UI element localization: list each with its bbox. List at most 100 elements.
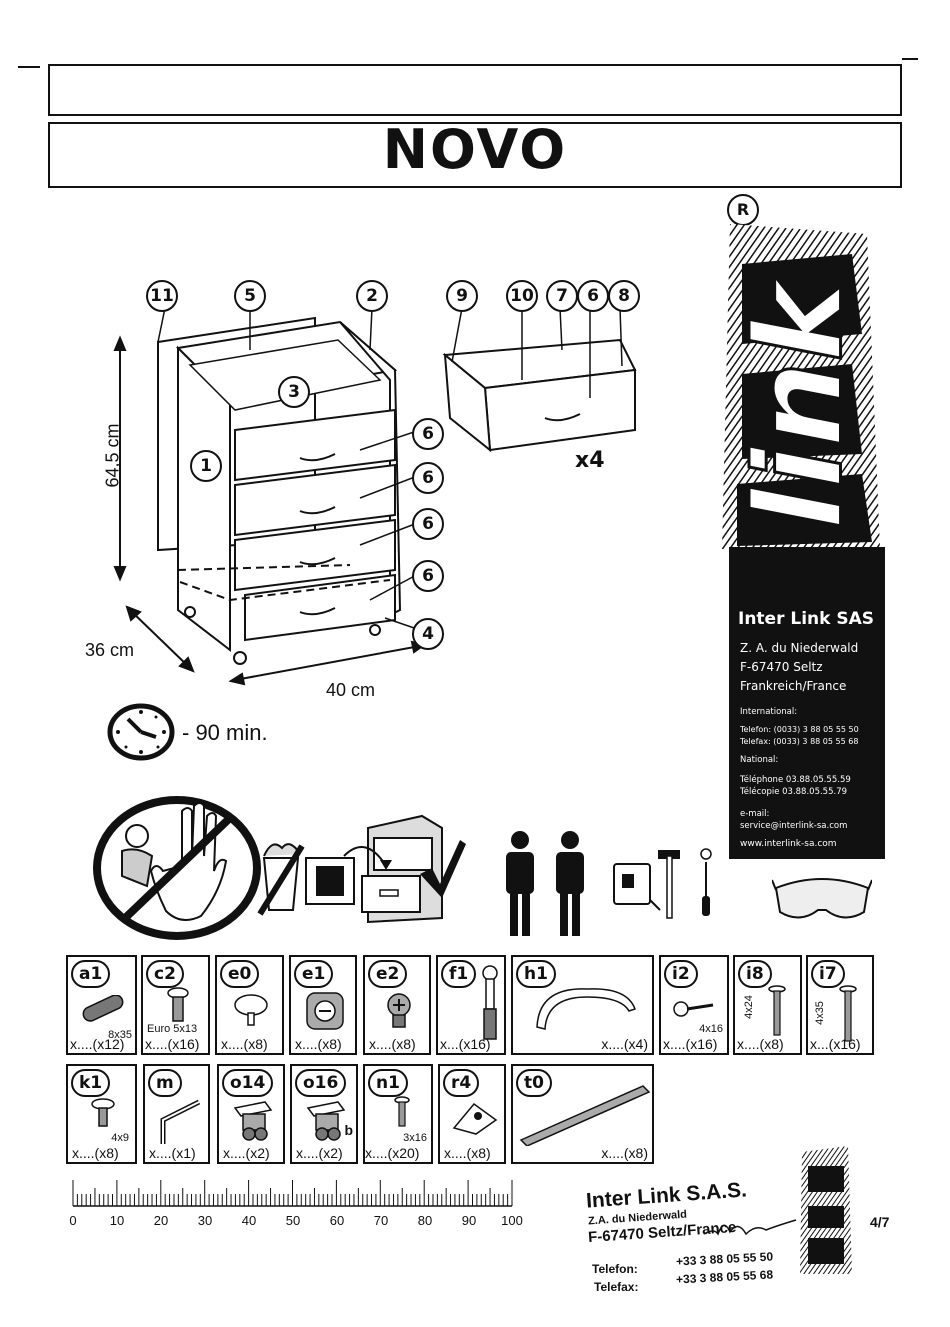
part-code: o14 [222,1069,274,1097]
part-r4: r4 x....(x8) [438,1064,506,1164]
footer-fax: +33 3 88 05 55 68 [675,1267,774,1287]
part-qty: x....(x2) [223,1145,270,1161]
part-code: m [148,1069,182,1097]
part-c2: c2 Euro 5x13 x....(x16) [141,955,210,1055]
part-code: n1 [368,1069,408,1097]
callout-5: 5 [234,280,266,312]
part-e1: e1 x....(x8) [289,955,357,1055]
part-spec: 4x16 [699,1023,723,1035]
ruler-label: 40 [241,1213,257,1228]
width-dimension: 40 cm [326,680,376,700]
part-code: c2 [146,960,184,988]
contact-address1: Z. A. du Niederwald [740,641,859,655]
contact-nat-fax: Télécopie 03.88.05.55.79 [740,787,848,797]
contact-address3: Frankreich/France [740,679,847,693]
part-code: e0 [220,960,260,988]
part-qty: x....(x2) [296,1145,343,1161]
part-o16: o16 b x....(x2) [290,1064,358,1164]
footer-fax-label: Telefax: [594,1280,639,1294]
contact-intl-fax: Telefax: (0033) 3 88 05 55 68 [740,737,859,746]
part-spec: b [344,1122,353,1138]
part-e2: e2 x....(x8) [363,955,431,1055]
manual-cabinet-icon [305,814,443,924]
footer-tel: +33 3 88 05 55 50 [675,1249,774,1269]
no-children-icon [93,796,261,940]
contact-nat-tel: Téléphone 03.88.05.55.59 [740,775,851,785]
callout-11: 11 [146,280,178,312]
callout-3: 3 [278,376,310,408]
callout-10: 10 [506,280,538,312]
part-code: i7 [811,960,845,988]
ruler-label: 60 [329,1213,345,1228]
part-code: t0 [516,1069,552,1097]
top-rule-left [18,66,40,68]
part-qty: x....(x8) [72,1145,119,1161]
drawer-multiplier: x4 [575,448,605,473]
part-i2: i2 4x16 x....(x16) [659,955,729,1055]
part-qty: x....(x20) [365,1145,420,1161]
part-qty: x...(x16) [810,1036,861,1052]
ruler-label: 90 [461,1213,477,1228]
part-code: i8 [738,960,772,988]
contact-web: www.interlink-sa.com [740,839,837,849]
header-blank-box [48,64,902,116]
contact-national-label: National: [740,755,779,765]
callout-6b: 6 [412,462,444,494]
footer-logo [800,1146,852,1274]
header-title-box [48,122,902,188]
safety-glasses-icon [772,878,872,919]
part-spec: 4x9 [111,1132,129,1144]
part-qty: x....(x8) [601,1145,648,1161]
part-code: e2 [368,960,408,988]
part-qty: x....(x8) [295,1036,342,1052]
part-code: k1 [71,1069,111,1097]
contact-intl-label: International: [740,707,798,717]
registered-mark: R [727,194,759,226]
page-title: NOVO [382,118,568,181]
part-k1: k1 4x9 x....(x8) [66,1064,137,1164]
clock-icon [107,703,175,761]
ruler-label: 0 [69,1213,77,1228]
part-h1: h1 x....(x4) [511,955,654,1055]
part-qty: x...(x16) [440,1036,491,1052]
part-t0: t0 x....(x8) [511,1064,654,1164]
top-rule-right [902,58,918,60]
part-o14: o14 x....(x2) [217,1064,285,1164]
part-qty: x....(x16) [145,1036,200,1052]
contact-company: Inter Link SAS [738,609,875,629]
callout-6d: 6 [412,560,444,592]
part-spec: 4x35 [813,1001,826,1025]
part-qty: x....(x8) [444,1145,491,1161]
part-spec: 8x35 [108,1029,132,1041]
part-i7: i7 4x35 x...(x16) [806,955,874,1055]
callout-7: 7 [546,280,578,312]
part-i8: i8 4x24 x....(x8) [733,955,802,1055]
part-code: a1 [71,960,111,988]
signature [703,1219,797,1236]
part-qty: x....(x16) [663,1036,718,1052]
part-code: r4 [443,1069,480,1097]
contact-address2: F-67470 Seltz [740,660,823,674]
part-f1: f1 x...(x16) [436,955,506,1055]
part-code: f1 [441,960,477,988]
footer-tel-label: Telefon: [592,1262,638,1276]
callout-1: 1 [190,450,222,482]
ruler-label: 10 [109,1213,125,1228]
link-logo [722,224,880,549]
part-qty: x....(x8) [369,1036,416,1052]
tools-icon [613,848,712,919]
callout-4: 4 [412,618,444,650]
callout-6a: 6 [412,418,444,450]
part-spec: Euro 5x13 [147,1023,198,1035]
part-qty: x....(x4) [601,1036,648,1052]
part-m: m x....(x1) [143,1064,210,1164]
part-a1: a1 8x35 x....(x12) [66,955,137,1055]
ruler-label: 100 [501,1213,523,1228]
part-code: o16 [295,1069,347,1097]
ruler-label: 80 [417,1213,433,1228]
checkmark-icon [420,840,466,898]
part-qty: x....(x8) [221,1036,268,1052]
callout-6c: 6 [412,508,444,540]
part-spec: 4x24 [742,995,755,1019]
callout-8: 8 [608,280,640,312]
